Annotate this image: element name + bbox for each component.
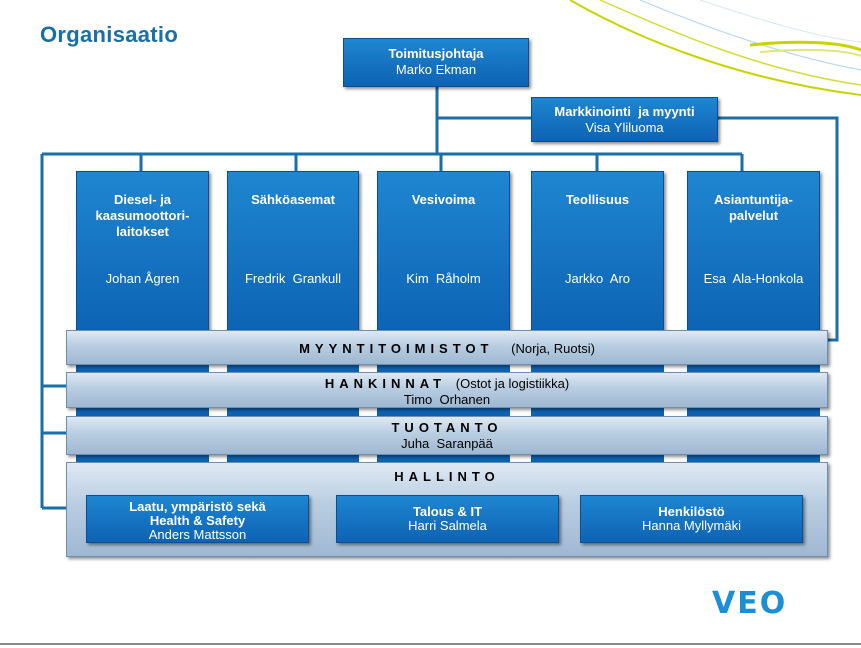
- admin-unit-finance-it: Talous & IT Harri Salmela: [336, 495, 559, 543]
- division-name: Diesel- ja kaasumoottori-laitokset: [95, 192, 190, 239]
- admin-unit-head: Harri Salmela: [408, 518, 487, 533]
- division-box-hydropower: Vesivoima Kim Råholm: [377, 171, 510, 333]
- ceo-box: Toimitusjohtaja Marko Ekman: [343, 38, 529, 87]
- division-name: Vesivoima: [411, 192, 476, 207]
- division-head: Kim Råholm: [406, 271, 481, 286]
- admin-unit-name: Talous & IT: [412, 504, 483, 519]
- decorative-swoosh: [569, 0, 861, 96]
- production-bar: TUOTANTO Juha Saranpää: [66, 416, 828, 455]
- division-head: Esa Ala-Honkola: [703, 271, 804, 286]
- production-head: Juha Saranpää: [401, 436, 493, 451]
- administration-label: HALLINTO: [394, 469, 500, 484]
- marketing-role: Markkinointi ja myynti: [554, 104, 695, 119]
- admin-unit-name: Laatu, ympäristö sekä Health & Safety: [129, 499, 266, 528]
- page-title: Organisaatio: [40, 22, 179, 47]
- division-box-industry: Teollisuus Jarkko Aro: [531, 171, 664, 333]
- ceo-role: Toimitusjohtaja: [388, 46, 484, 61]
- bottom-divider: [0, 643, 861, 645]
- sales-offices-detail: (Norja, Ruotsi): [511, 341, 595, 356]
- admin-unit-quality: Laatu, ympäristö sekä Health & Safety An…: [86, 495, 309, 543]
- division-head: Johan Ågren: [105, 271, 180, 286]
- marketing-name: Visa Yliluoma: [585, 120, 664, 135]
- division-head: Fredrik Grankull: [244, 271, 342, 286]
- procurement-detail: (Ostot ja logistiikka): [455, 376, 570, 391]
- admin-unit-head: Anders Mattsson: [148, 527, 247, 542]
- division-name: Sähköasemat: [251, 192, 335, 207]
- division-name: Teollisuus: [565, 192, 630, 207]
- division-box-substations: Sähköasemat Fredrik Grankull: [227, 171, 359, 333]
- admin-unit-name: Henkilöstö: [658, 504, 725, 519]
- procurement-label: HANKINNAT: [324, 376, 447, 391]
- division-box-diesel: Diesel- ja kaasumoottori-laitokset Johan…: [76, 171, 209, 333]
- marketing-box: Markkinointi ja myynti Visa Yliluoma: [531, 97, 718, 142]
- division-name: Asiantuntija-palvelut: [714, 192, 793, 223]
- admin-unit-hr: Henkilöstö Hanna Myllymäki: [580, 495, 803, 543]
- production-label: TUOTANTO: [391, 420, 503, 435]
- procurement-bar: HANKINNAT (Ostot ja logistiikka) Timo Or…: [66, 372, 828, 408]
- division-head: Jarkko Aro: [564, 271, 631, 286]
- division-box-expert-services: Asiantuntija-palvelut Esa Ala-Honkola: [687, 171, 820, 333]
- sales-offices-bar: MYYNTITOIMISTOT (Norja, Ruotsi): [66, 330, 828, 365]
- ceo-name: Marko Ekman: [395, 62, 477, 77]
- admin-unit-head: Hanna Myllymäki: [642, 518, 741, 533]
- procurement-head: Timo Orhanen: [403, 392, 491, 407]
- veo-logo: VEO: [712, 586, 788, 621]
- sales-offices-label: MYYNTITOIMISTOT: [299, 341, 494, 356]
